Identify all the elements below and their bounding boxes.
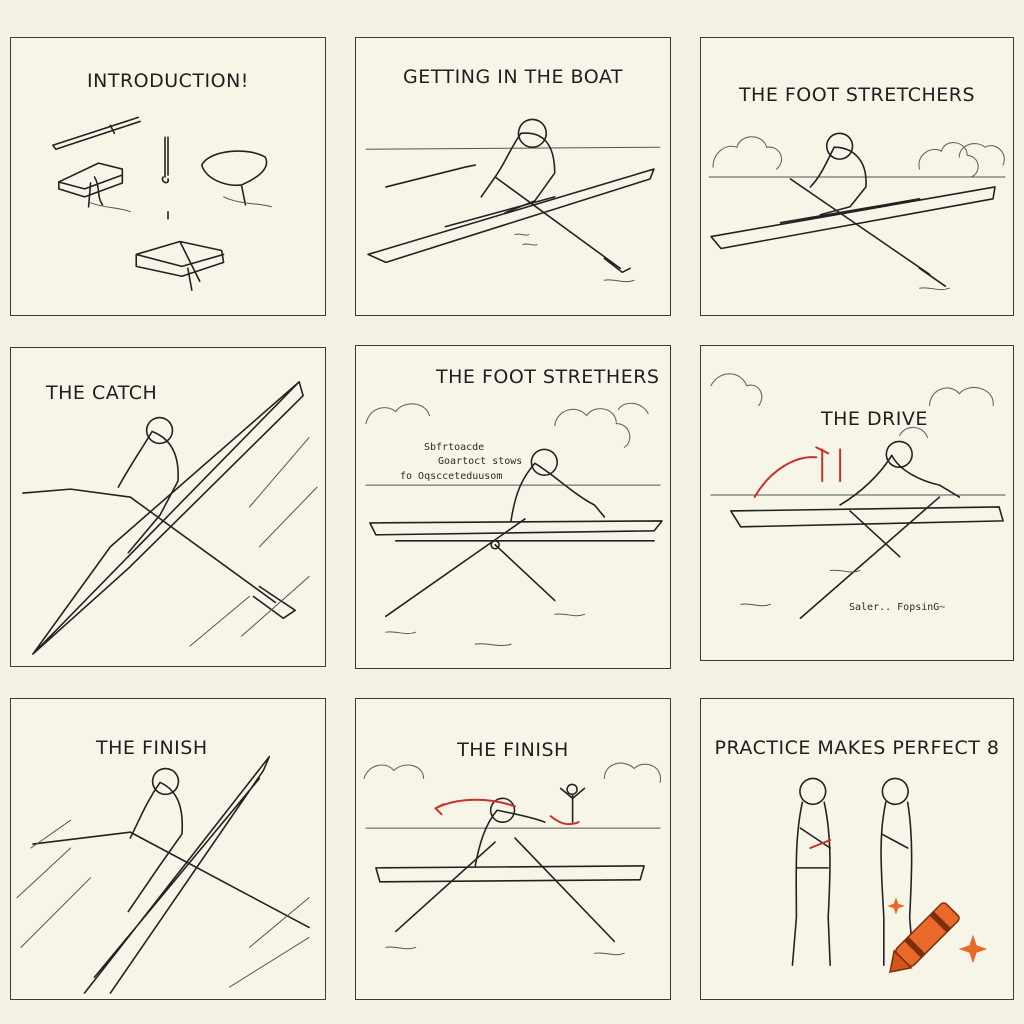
panel-getting-in-the-boat: GETTING IN THE BOAT <box>355 37 671 316</box>
panel-foot-stretchers: THE FOOT STRETCHERS <box>700 37 1014 316</box>
crayon-icon <box>889 902 960 973</box>
rower-boat-sketch <box>22 381 318 655</box>
annotation-note: Saler.. FopsinG~ <box>849 602 946 613</box>
panel-finish-1: THE FINISH <box>10 698 326 1000</box>
annotation-note: Sbfrtoacde <box>424 442 485 453</box>
panel-title: THE FOOT STRETCHERS <box>738 84 976 106</box>
panel-title: THE DRIVE <box>821 408 928 430</box>
sparkle-icon <box>958 934 988 964</box>
annotation-note: Goartoct stows <box>438 456 523 467</box>
rower-boat-sketch <box>363 762 662 956</box>
annotation-note: fo Oqscceteduusom <box>400 471 503 482</box>
panel-finish-2: THE FINISH <box>355 698 671 1000</box>
panel-title: THE FINISH <box>96 737 208 759</box>
two-rowers-sketch <box>791 777 915 967</box>
panel-practice: PRACTICE MAKES PERFECT 8 <box>700 698 1014 1000</box>
panel-title: INTRODUCTION! <box>87 70 249 92</box>
rower-boat-sketch <box>365 402 663 647</box>
panel-title: THE CATCH <box>46 382 158 404</box>
panel-catch: THE CATCH <box>10 347 326 667</box>
panel-introduction: INTRODUCTION! <box>10 37 326 316</box>
equipment-sketch <box>52 116 272 291</box>
rower-boat-sketch <box>710 373 1006 620</box>
panel-title: THE FINISH <box>457 739 569 761</box>
panel-foot-strethers: THE FOOT STRETHERS Sbfrtoacde Goartoct s… <box>355 345 671 669</box>
panel-title: PRACTICE MAKES PERFECT 8 <box>714 737 1000 759</box>
rower-boat-sketch <box>708 132 1006 291</box>
sparkle-icon <box>887 897 905 915</box>
panel-title: GETTING IN THE BOAT <box>403 66 623 88</box>
rower-boat-sketch <box>365 118 661 283</box>
rower-boat-sketch <box>16 755 310 994</box>
panel-title: THE FOOT STRETHERS <box>436 366 660 388</box>
panel-drive: THE DRIVE Saler.. FopsinG~ <box>700 345 1014 661</box>
